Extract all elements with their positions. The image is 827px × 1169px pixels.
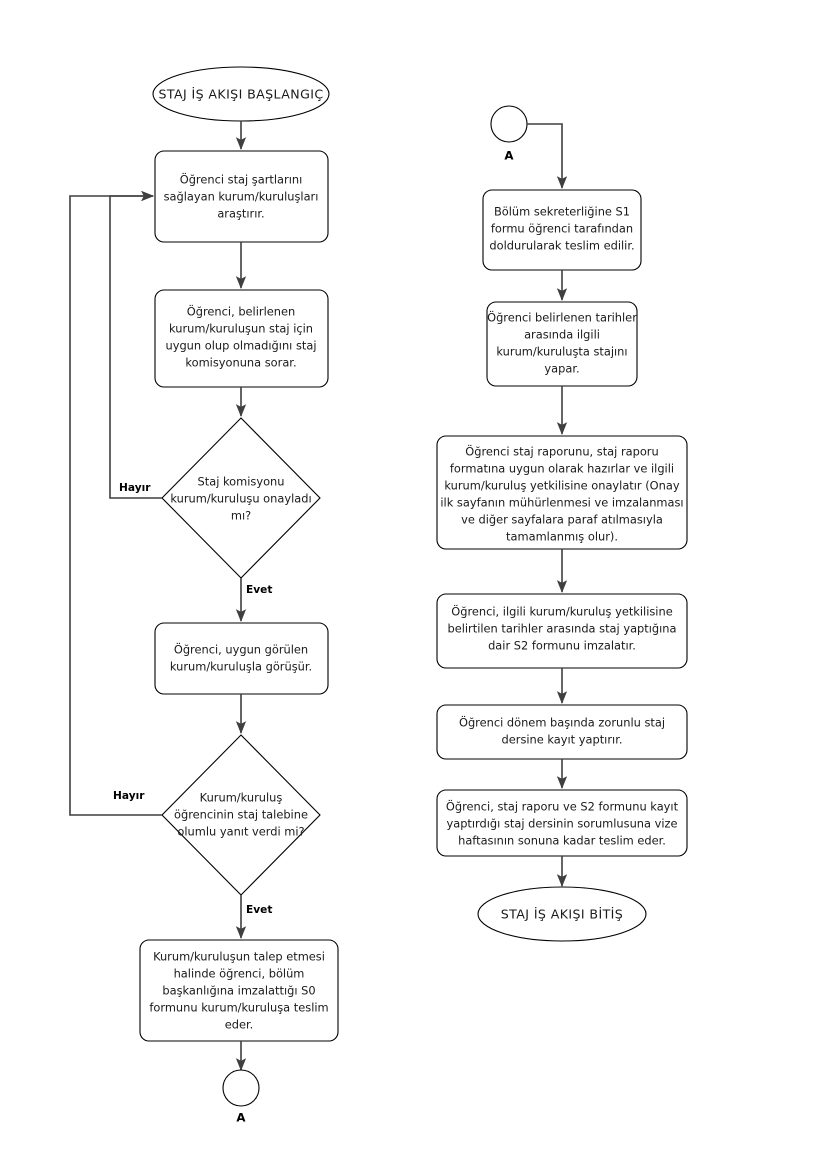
process-4-line-3: başkanlığına imzalattığı S0	[162, 984, 315, 998]
process-4-shape	[139, 939, 339, 1042]
connector-a-top-shape	[490, 105, 528, 143]
decision-1-line-1: Staj komisyonu	[198, 475, 285, 489]
start-terminal-label: STAJ İŞ AKIŞI BAŞLANGIÇ	[158, 87, 323, 102]
process-6-line-3: kurum/kuruluşta stajını	[496, 345, 627, 359]
process-3-node: Öğrenci, uygun görülen kurum/kuruluşla g…	[154, 622, 329, 695]
process-2-line-1: Öğrenci, belirlenen	[187, 303, 295, 319]
process-8-line-3: dair S2 formunu imzalatır.	[488, 639, 636, 653]
process-5-line-3: doldurularak teslim edilir.	[489, 239, 634, 253]
process-3-line-2: kurum/kuruluşla görüşür.	[170, 660, 312, 674]
end-terminal-label: STAJ İŞ AKIŞI BİTİŞ	[501, 907, 623, 922]
connector-a-top-node: A	[490, 105, 528, 163]
process-6-line-4: yapar.	[544, 362, 579, 376]
edge-decision-1-no-loop	[109, 190, 162, 499]
process-6-node: Öğrenci belirlenen tarihler arasında ilg…	[486, 301, 638, 387]
process-3-shape	[154, 622, 329, 695]
process-8-line-2: belirtilen tarihler arasında staj yaptığ…	[447, 622, 676, 636]
process-10-line-1: Öğrenci, staj raporu ve S2 formunu kayıt	[446, 798, 679, 814]
process-2-line-4: komisyonuna sorar.	[185, 356, 296, 370]
decision-1-yes-label: Evet	[246, 584, 272, 596]
process-2-line-3: uygun olup olmadığını staj	[165, 339, 316, 353]
process-7-line-1: Öğrenci staj raporunu, staj raporu	[465, 443, 658, 459]
process-7-node: Öğrenci staj raporunu, staj raporu forma…	[436, 435, 688, 550]
process-5-node: Bölüm sekreterliğine S1 formu öğrenci ta…	[482, 189, 642, 271]
connector-a-bottom-shape	[222, 1069, 260, 1107]
decision-1-line-3: mı?	[231, 509, 251, 523]
process-10-line-3: haftasının sonuna kadar teslim eder.	[458, 834, 666, 848]
end-terminal-node: STAJ İŞ AKIŞI BİTİŞ	[477, 886, 647, 942]
decision-1-line-2: kurum/kuruluşu onayladı	[170, 492, 311, 506]
start-terminal-node: STAJ İŞ AKIŞI BAŞLANGIÇ	[152, 66, 330, 122]
connector-a-bottom-label: A	[236, 1111, 246, 1125]
process-5-line-2: formu öğrenci tarafından	[491, 222, 633, 236]
process-7-line-6: tamamlanmış olur).	[506, 530, 618, 544]
connector-a-bottom-node: A	[222, 1069, 260, 1125]
decision-1-node: Staj komisyonu kurum/kuruluşu onayladı m…	[161, 417, 321, 579]
process-6-line-1: Öğrenci belirlenen tarihler	[487, 309, 637, 325]
edge-connector-a-to-process-5	[527, 123, 568, 189]
process-8-node: Öğrenci, ilgili kurum/kuruluş yetkilisin…	[436, 593, 688, 669]
process-7-line-2: formatına uygun olarak hazırlar ve ilgil…	[450, 462, 674, 476]
decision-1-no-label: Hayır	[119, 482, 151, 494]
process-4-line-4: formunu kurum/kuruluşa teslim	[149, 1001, 328, 1015]
process-4-line-1: Kurum/kuruluşun talep etmesi	[153, 950, 325, 964]
process-3-line-1: Öğrenci, uygun görülen	[174, 641, 308, 657]
process-7-line-5: ve diğer sayfalara paraf atılmasıyla	[461, 513, 663, 527]
decision-2-no-label: Hayır	[113, 790, 145, 802]
process-1-line-1: Öğrenci staj şartlarını	[180, 171, 303, 187]
decision-2-yes-label: Evet	[246, 904, 272, 916]
process-7-line-3: kurum/kuruluş yetkilisine onaylatır (Ona…	[444, 479, 679, 493]
process-4-line-2: halinde öğrenci, bölüm	[174, 967, 305, 981]
process-1-line-3: araştırır.	[217, 207, 264, 221]
process-4-node: Kurum/kuruluşun talep etmesi halinde öğr…	[139, 939, 339, 1042]
end-terminal-shape	[477, 886, 647, 942]
process-10-node: Öğrenci, staj raporu ve S2 formunu kayıt…	[436, 789, 688, 857]
process-9-line-2: dersine kayıt yaptırır.	[502, 733, 623, 747]
process-1-node: Öğrenci staj şartlarını sağlayan kurum/k…	[154, 150, 329, 243]
process-5-line-1: Bölüm sekreterliğine S1	[494, 205, 630, 219]
decision-2-line-3: olumlu yanıt verdi mi?	[177, 825, 304, 839]
process-8-line-1: Öğrenci, ilgili kurum/kuruluş yetkilisin…	[451, 603, 672, 619]
process-2-line-2: kurum/kuruluşun staj için	[169, 322, 313, 336]
edge-decision-2-no-loop	[69, 190, 162, 816]
decision-2-line-2: öğrencinin staj talebine	[174, 808, 308, 822]
process-7-line-4: ilk sayfanın mühürlenmesi ve imzalanması	[440, 496, 683, 510]
process-1-line-2: sağlayan kurum/kuruluşları	[164, 190, 319, 204]
process-4-line-5: eder.	[225, 1018, 254, 1032]
connector-a-top-label: A	[504, 149, 514, 163]
process-6-line-2: arasında ilgili	[524, 328, 600, 342]
decision-2-line-1: Kurum/kuruluş	[200, 791, 283, 805]
process-2-node: Öğrenci, belirlenen kurum/kuruluşun staj…	[154, 289, 329, 388]
process-9-node: Öğrenci dönem başında zorunlu staj dersi…	[436, 704, 688, 760]
decision-2-node: Kurum/kuruluş öğrencinin staj talebine o…	[161, 734, 321, 896]
process-10-line-2: yaptırdığı staj dersinin sorumlusuna viz…	[446, 817, 677, 831]
process-9-line-1: Öğrenci dönem başında zorunlu staj	[459, 714, 665, 730]
